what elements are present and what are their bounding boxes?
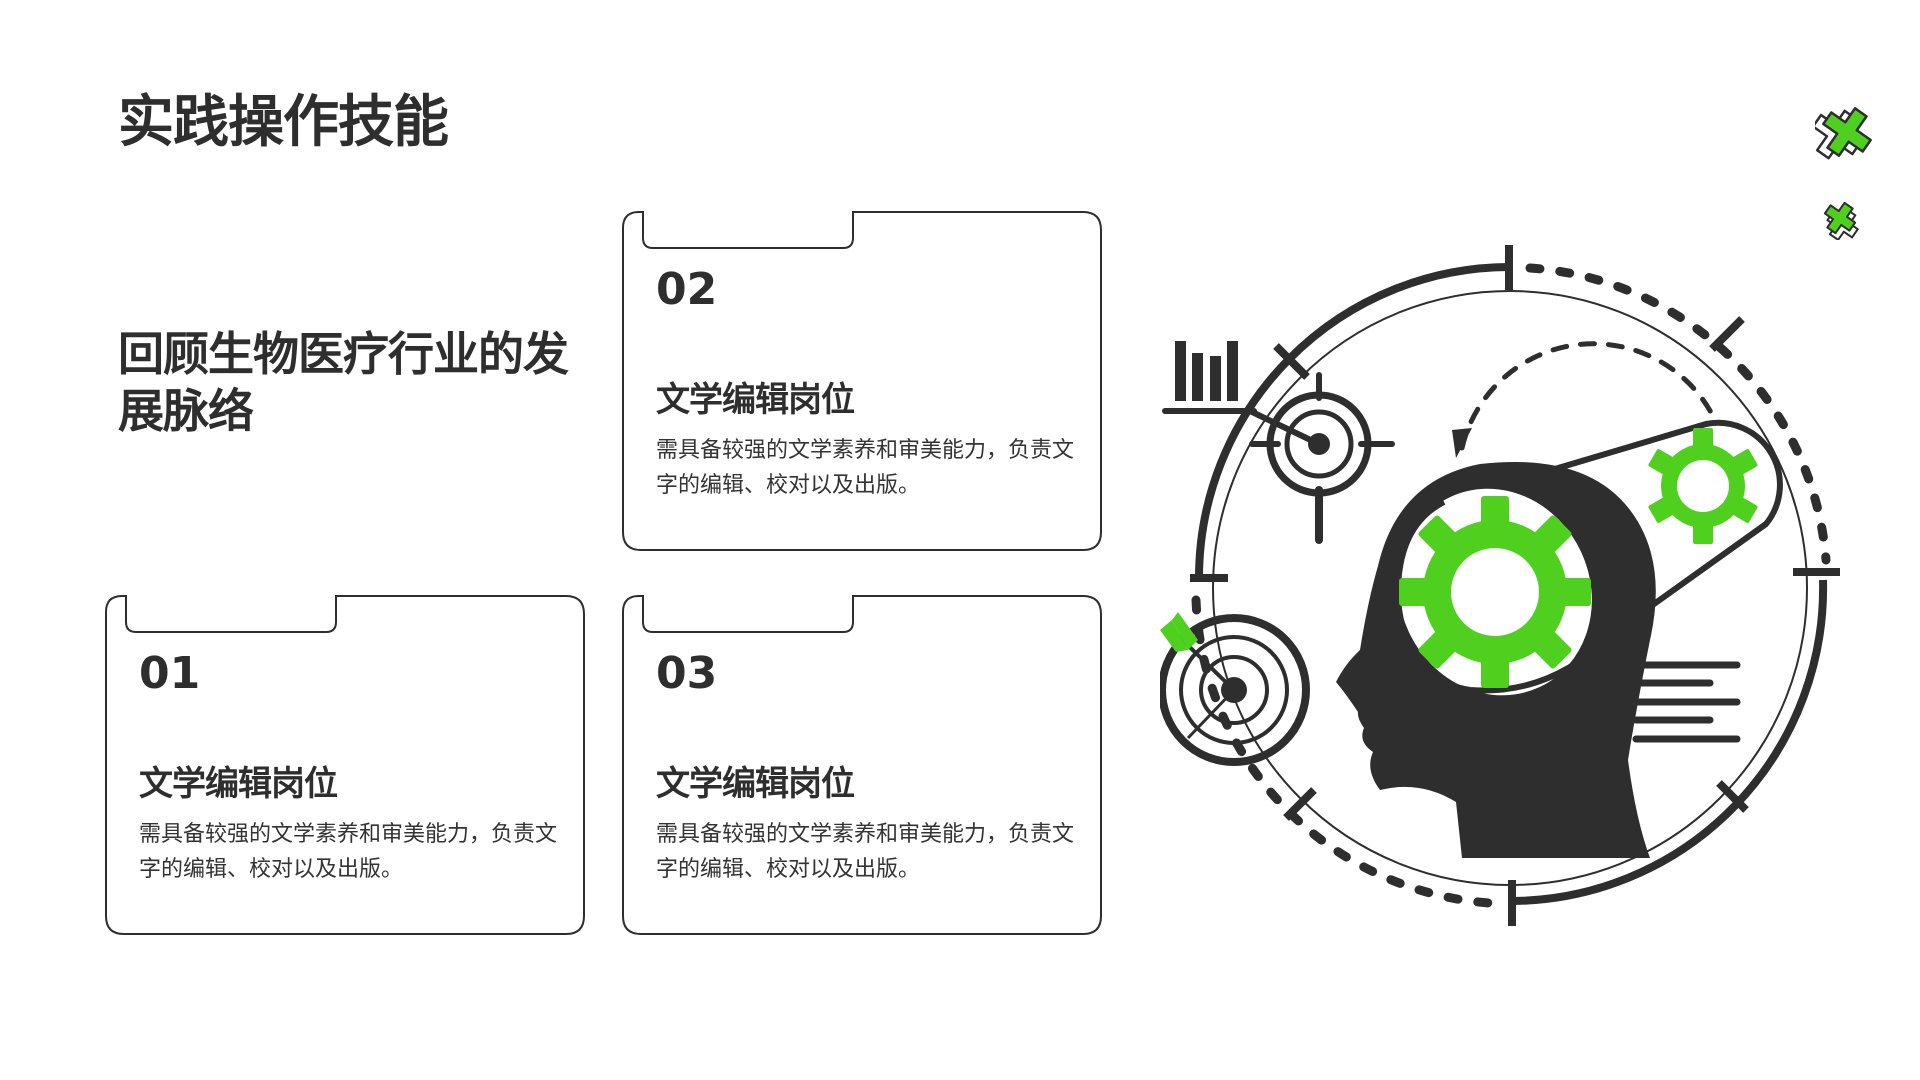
gear-icon	[1399, 496, 1591, 688]
section-subtitle: 回顾生物医疗行业的发展脉络	[118, 327, 569, 438]
card-frame	[622, 211, 1102, 551]
card-description: 需具备较强的文学素养和审美能力，负责文字的编辑、校对以及出版。	[656, 822, 1075, 882]
card-number: 03	[656, 648, 718, 699]
card-heading: 文学编辑岗位	[139, 764, 338, 804]
card-description: 需具备较强的文学素养和审美能力，负责文字的编辑、校对以及出版。	[139, 822, 558, 882]
card-03: 03 文学编辑岗位 需具备较强的文学素养和审美能力，负责文字的编辑、校对以及出版…	[621, 594, 1103, 936]
gear-icon	[1648, 428, 1758, 544]
cross-icon	[1823, 201, 1859, 240]
text-lines-icon	[1632, 661, 1741, 743]
crosshair-icon	[1249, 372, 1395, 544]
bar-chart-icon	[1175, 341, 1238, 401]
card-frame	[105, 595, 585, 935]
page-title: 实践操作技能	[118, 90, 449, 155]
head-with-gears-icon	[1160, 245, 1840, 926]
card-01: 01 文学编辑岗位 需具备较强的文学素养和审美能力，负责文字的编辑、校对以及出版…	[104, 594, 586, 936]
card-number: 02	[656, 264, 718, 315]
card-02: 02 文学编辑岗位 需具备较强的文学素养和审美能力，负责文字的编辑、校对以及出版…	[621, 210, 1103, 552]
card-heading: 文学编辑岗位	[656, 380, 855, 420]
card-number: 01	[139, 648, 201, 699]
card-heading: 文学编辑岗位	[656, 764, 855, 804]
card-description: 需具备较强的文学素养和审美能力，负责文字的编辑、校对以及出版。	[656, 438, 1075, 498]
card-frame	[622, 595, 1102, 935]
cross-icon	[1815, 107, 1872, 160]
